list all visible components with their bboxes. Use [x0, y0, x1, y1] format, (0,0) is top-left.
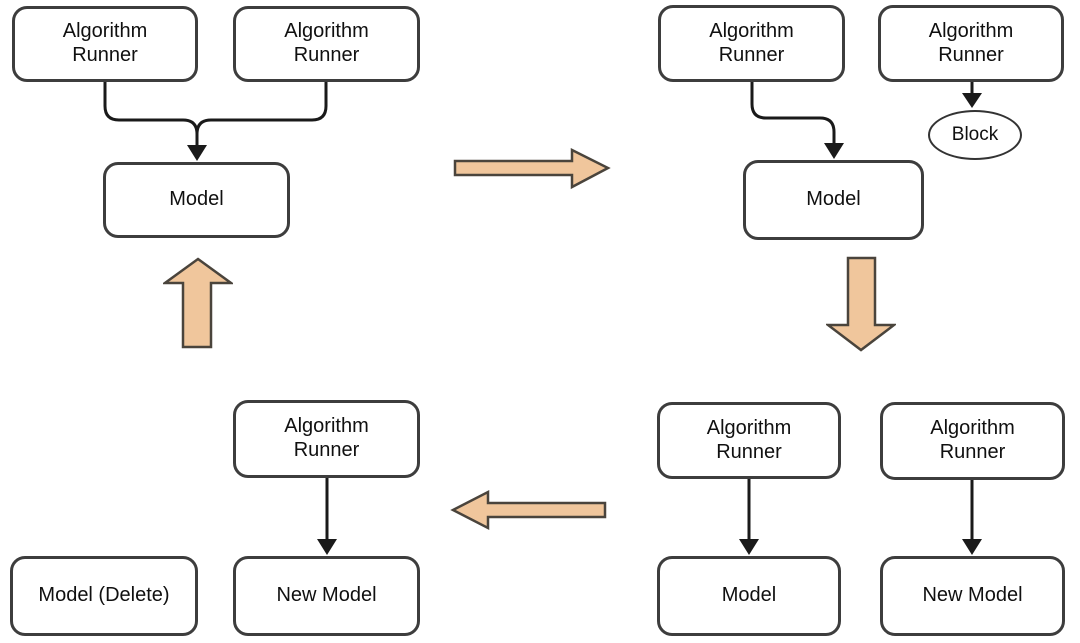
node-label: Algorithm Runner: [62, 20, 148, 66]
node-algorithm-runner: Algorithm Runner: [880, 402, 1065, 480]
node-algorithm-runner: Algorithm Runner: [657, 402, 841, 479]
node-algorithm-runner: Algorithm Runner: [233, 400, 420, 478]
node-new-model: New Model: [233, 556, 420, 636]
node-label: Algorithm Runner: [284, 20, 369, 66]
node-model: Model: [657, 556, 841, 636]
node-label: Model (Delete): [38, 584, 170, 607]
node-algorithm-runner: Algorithm Runner: [658, 5, 845, 82]
node-label: Model: [169, 188, 224, 211]
node-label: Algorithm Runner: [284, 415, 369, 461]
node-label: Algorithm Runner: [709, 19, 794, 66]
node-label: New Model: [276, 584, 377, 607]
node-algorithm-runner: Algorithm Runner: [878, 5, 1064, 82]
node-algorithm-runner: Algorithm Runner: [12, 6, 198, 82]
node-algorithm-runner: Algorithm Runner: [233, 6, 420, 82]
node-label: Model: [721, 584, 777, 607]
node-label: Block: [951, 124, 999, 145]
flow-arrow-down-icon: [826, 256, 896, 352]
node-label: Model: [806, 188, 861, 211]
node-label: Algorithm Runner: [928, 19, 1014, 66]
flow-arrow-up-icon: [163, 257, 233, 349]
node-model: Model: [743, 160, 924, 240]
node-block-ellipse: Block: [928, 110, 1022, 160]
node-label: Algorithm Runner: [930, 417, 1015, 463]
node-model-delete: Model (Delete): [10, 556, 198, 636]
flow-arrow-right-icon: [453, 148, 611, 190]
node-label: Algorithm Runner: [706, 416, 792, 463]
flow-arrow-left-icon: [450, 489, 607, 531]
node-new-model: New Model: [880, 556, 1065, 636]
node-model: Model: [103, 162, 290, 238]
node-label: New Model: [922, 584, 1023, 607]
